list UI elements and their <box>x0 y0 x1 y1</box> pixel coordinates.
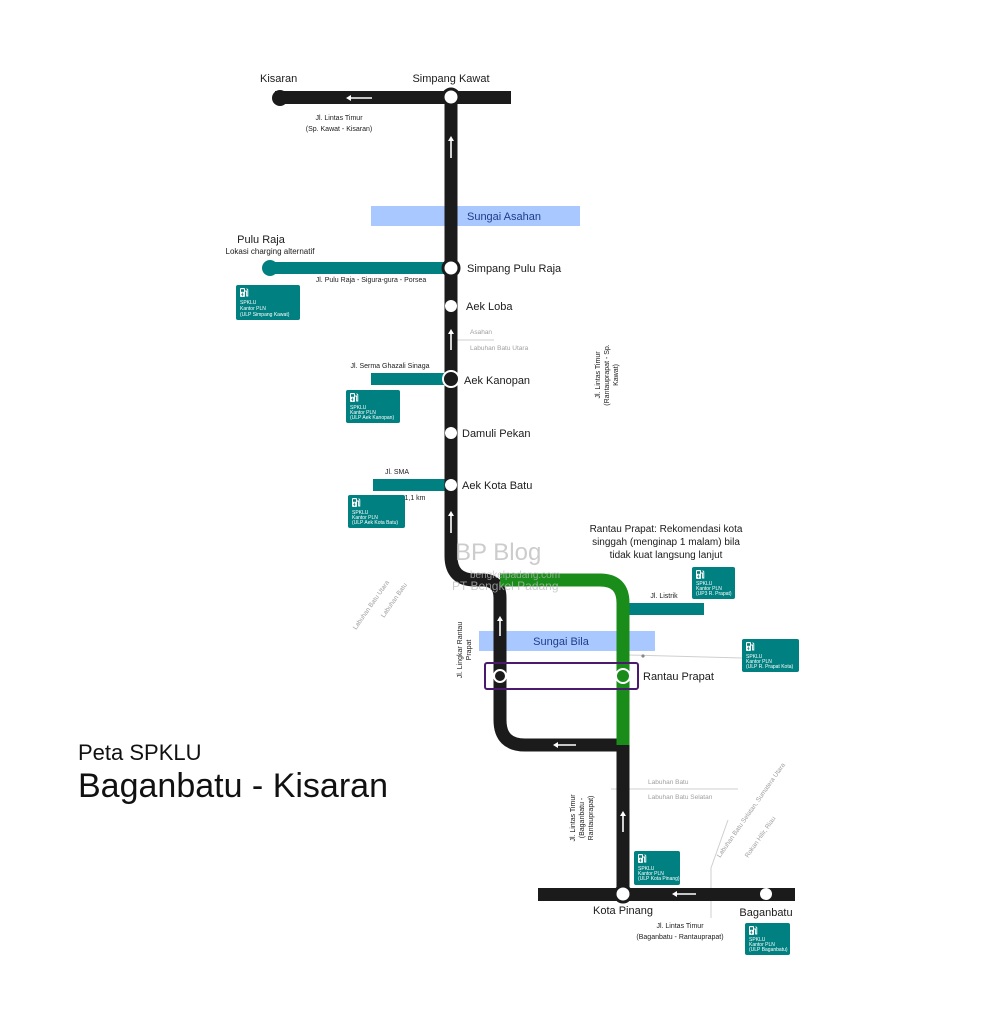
road-label: Jl. Lintas Timur <box>656 923 704 930</box>
side-roads <box>270 262 704 615</box>
road-label: Prapat <box>466 640 473 661</box>
spklu-box: SPKLU Kantor PLN (UP3 R. Prapat) <box>692 567 735 599</box>
svg-text:SPKLU: SPKLU <box>638 866 655 872</box>
road-label: Jl. Listrik <box>650 593 678 600</box>
stations <box>272 87 772 904</box>
road-label: Jl. Lintas Timur <box>315 115 363 122</box>
road-label: Jl. Lingkar Rantau <box>457 622 464 679</box>
spklu-box: SPKLU Kantor PLN (ULP R. Prapat Kota) <box>742 639 799 672</box>
road-label: (Baganbatu - <box>579 797 586 838</box>
river-asahan-label: Sungai Asahan <box>467 211 541 223</box>
recommendation-line: Rantau Prapat: Rekomendasi kota <box>590 524 743 535</box>
border-label: Rokan Hilir, Riau <box>744 815 778 859</box>
label-kota-pinang: Kota Pinang <box>593 905 653 917</box>
border-label: Labuhan Batu <box>648 779 689 786</box>
svg-text:(ULP Aek Kota Batu): (ULP Aek Kota Batu) <box>352 520 398 526</box>
label-simpang-kawat: Simpang Kawat <box>412 73 489 85</box>
road-label: (Rantauprapat - Sp. <box>604 344 611 406</box>
map-subtitle: Peta SPKLU <box>78 740 202 765</box>
spklu-box: SPKLU Kantor PLN (ULP Aek Kota Batu) <box>348 495 405 528</box>
svg-text:SPKLU: SPKLU <box>350 405 367 411</box>
svg-text:Kantor PLN: Kantor PLN <box>638 871 664 877</box>
svg-text:SPKLU: SPKLU <box>746 654 763 660</box>
recommendation-line: tidak kuat langsung lanjut <box>610 550 723 561</box>
svg-text:SPKLU: SPKLU <box>240 300 257 306</box>
label-aek-kota-batu: Aek Kota Batu <box>462 480 532 492</box>
label-pulu-raja: Pulu Raja <box>237 234 286 246</box>
admin-borders <box>456 339 743 918</box>
spklu-box: SPKLU Kantor PLN (ULP Aek Kanopan) <box>346 390 400 423</box>
svg-text:(ULP Aek Kanopan): (ULP Aek Kanopan) <box>350 415 394 421</box>
green-route <box>500 573 630 745</box>
label-damuli-pekan: Damuli Pekan <box>462 428 530 440</box>
watermark: BP Blog bengkelpadang.com PT Bengkel Pad… <box>452 539 560 593</box>
river-asahan <box>371 206 580 226</box>
border-label: Asahan <box>470 329 492 336</box>
recommendation-line: singgah (menginap 1 malam) bila <box>592 537 740 548</box>
label-simpang-pulu-raja: Simpang Pulu Raja <box>467 263 562 275</box>
road-label: Jl. Serma Ghazali Sinaga <box>351 363 430 370</box>
svg-text:BP Blog: BP Blog <box>455 539 541 566</box>
river-bila-label: Sungai Bila <box>533 636 590 648</box>
svg-text:SPKLU: SPKLU <box>352 510 369 516</box>
svg-text:(UP3 R. Prapat): (UP3 R. Prapat) <box>696 591 732 597</box>
svg-text:(ULP Simpang Kawat): (ULP Simpang Kawat) <box>240 312 290 318</box>
border-label: Labuhan Batu Utara <box>352 579 391 631</box>
river-bila <box>479 631 655 651</box>
road-label: (Baganbatu - Rantauprapat) <box>636 934 723 941</box>
svg-text:Kantor PLN: Kantor PLN <box>352 515 378 521</box>
direction-arrow-icon <box>346 95 696 897</box>
label-aek-loba: Aek Loba <box>466 301 513 313</box>
spklu-box: SPKLU Kantor PLN (ULP Baganbatu) <box>745 923 790 955</box>
road-bottom <box>538 888 795 901</box>
svg-text:Kantor PLN: Kantor PLN <box>696 586 722 592</box>
label-kisaran: Kisaran <box>260 73 297 85</box>
svg-text:Kantor PLN: Kantor PLN <box>749 942 775 948</box>
leader-dot <box>641 654 645 658</box>
road-label: Jl. Pulu Raja - Sigura-gura - Porsea <box>316 277 427 284</box>
label-baganbatu: Baganbatu <box>739 907 792 919</box>
spklu-box: SPKLU Kantor PLN (ULP Kota Pinang) <box>634 851 680 885</box>
road-top <box>275 91 511 104</box>
border-label: Labuhan Batu Utara <box>470 345 529 352</box>
svg-text:(ULP Kota Pinang): (ULP Kota Pinang) <box>638 876 680 882</box>
border-label: Labuhan Batu Selatan <box>648 794 713 801</box>
map-heading: Peta SPKLU Baganbatu - Kisaran <box>78 740 388 806</box>
rantau-prapat-highlight <box>484 662 639 690</box>
svg-text:Kantor PLN: Kantor PLN <box>746 659 772 665</box>
road-label: 1,1 km <box>404 495 425 502</box>
label-aek-kanopan: Aek Kanopan <box>464 375 530 387</box>
svg-text:SPKLU: SPKLU <box>696 581 713 587</box>
svg-text:SPKLU: SPKLU <box>749 937 766 943</box>
svg-text:(ULP R. Prapat Kota): (ULP R. Prapat Kota) <box>746 664 793 670</box>
pulu-raja-node <box>262 260 278 276</box>
label-rantau-prapat: Rantau Prapat <box>643 671 714 683</box>
road-label: Jl. Lintas Timur <box>570 794 577 842</box>
road-main <box>444 97 630 894</box>
spklu-box: SPKLU Kantor PLN (ULP Simpang Kawat) <box>236 285 300 320</box>
road-label: Jl. Lintas Timur <box>595 351 602 399</box>
svg-text:(ULP Baganbatu): (ULP Baganbatu) <box>749 947 788 953</box>
road-label: Rantauprapat) <box>588 796 595 841</box>
map-title: Baganbatu - Kisaran <box>78 767 388 805</box>
road-label: Jl. SMA <box>385 469 409 476</box>
svg-text:Kantor PLN: Kantor PLN <box>240 306 266 312</box>
road-label: (Sp. Kawat - Kisaran) <box>306 126 373 133</box>
svg-text:Kantor PLN: Kantor PLN <box>350 410 376 416</box>
svg-text:PT Bengkel Padang: PT Bengkel Padang <box>452 579 559 593</box>
label-pulu-raja-note: Lokasi charging alternatif <box>226 247 316 256</box>
road-label: Kawat) <box>613 364 620 386</box>
svg-text:bengkelpadang.com: bengkelpadang.com <box>470 570 560 581</box>
